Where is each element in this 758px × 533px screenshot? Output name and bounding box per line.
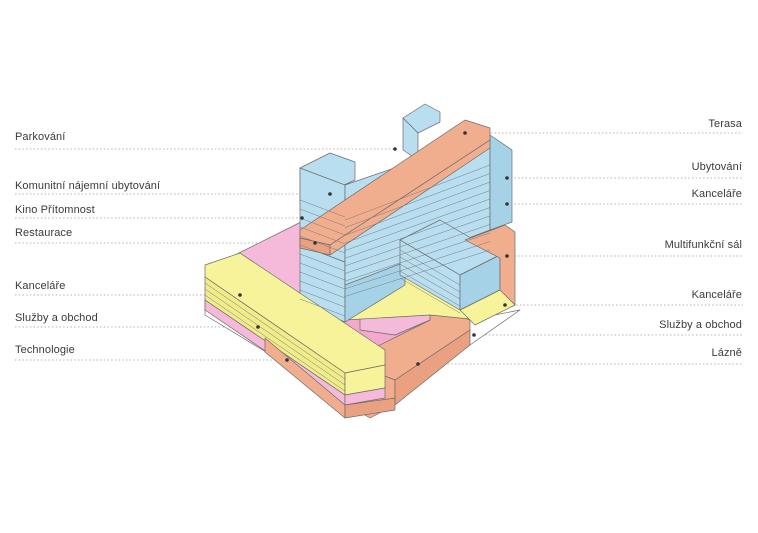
label-ubytovani: Ubytování [691, 161, 742, 173]
floor-line-left-tower [299, 289, 346, 308]
floor-line-left-tower [299, 217, 346, 236]
dot-sluzby-left [256, 325, 260, 329]
building-volumes [204, 103, 521, 419]
dot-komunitni [328, 192, 332, 196]
floor-line-slab [344, 207, 491, 259]
retail-strip-end [344, 387, 386, 406]
label-sluzby-left: Služby a obchod [15, 312, 98, 324]
leader-lines [15, 132, 743, 365]
floor-line-slab [344, 241, 491, 290]
label-lazne: Lázně [711, 347, 742, 359]
floor-line-left-tower [299, 226, 346, 245]
floor-line-office-bar [204, 294, 346, 392]
label-parkovani: Parkování [15, 131, 66, 143]
label-sluzby-right: Služby a obchod [659, 319, 742, 331]
dot-kancelare-right-bottom [503, 303, 507, 307]
floor-line-left-tower [299, 262, 346, 281]
floor-line-slab [344, 181, 491, 236]
annotation-dots [238, 131, 509, 366]
floor-line-slab [344, 198, 491, 251]
floor-line-office-bar [204, 288, 346, 386]
floor-line-slab [344, 232, 491, 282]
floor-line-slab [344, 164, 491, 221]
floor-lines [204, 164, 491, 392]
spa-block-side [394, 329, 471, 406]
dot-kino [300, 216, 304, 220]
label-kancelare-left: Kanceláře [15, 280, 66, 292]
label-kino: Kino Přítomnost [15, 204, 95, 216]
floor-line-hall [399, 270, 461, 307]
floor-line-left-tower [299, 271, 346, 290]
floor-line-hall [399, 256, 461, 293]
dot-terasa [463, 131, 467, 135]
label-kancelare-right-top: Kanceláře [691, 188, 742, 200]
dot-lazne [416, 362, 420, 366]
floor-line-slab [344, 249, 491, 297]
dot-kancelare-right-top [505, 202, 509, 206]
technology-base-end [344, 397, 396, 419]
floor-line-slab [344, 190, 491, 244]
floor-line-slab [344, 173, 491, 228]
floor-line-left-tower [299, 298, 346, 317]
dot-sluzby-right [472, 333, 476, 337]
floor-line-left-tower [299, 244, 346, 263]
floor-line-left-tower [299, 280, 346, 299]
label-kancelare-right-bottom: Kanceláře [691, 289, 742, 301]
floor-line-left-tower [299, 199, 346, 218]
floor-line-left-tower [299, 208, 346, 227]
floor-line-slab [344, 224, 491, 274]
label-terasa: Terasa [708, 118, 742, 130]
floor-line-left-tower [299, 253, 346, 272]
office-strip-right [459, 289, 516, 326]
housing-slab-right [489, 134, 513, 231]
floor-line-left-tower [299, 235, 346, 254]
label-technologie: Technologie [15, 344, 75, 356]
floor-line-hall [399, 263, 461, 300]
dot-kancelare-left [238, 293, 242, 297]
dot-ubytovani [505, 176, 509, 180]
dot-multifunkcni [505, 254, 509, 258]
floor-line-slab [344, 215, 491, 267]
dot-technologie [285, 358, 289, 362]
label-komunitni-ubytovani: Komunitní nájemní ubytování [15, 180, 161, 192]
label-restaurace: Restaurace [15, 227, 73, 239]
floor-line-hall [399, 277, 461, 314]
dot-restaurace [313, 241, 317, 245]
label-multifunkcni-sal: Multifunkční sál [664, 239, 742, 251]
dot-parkovani [393, 147, 397, 151]
floor-line-hall [399, 249, 461, 286]
floor-line-office-bar [204, 282, 346, 380]
